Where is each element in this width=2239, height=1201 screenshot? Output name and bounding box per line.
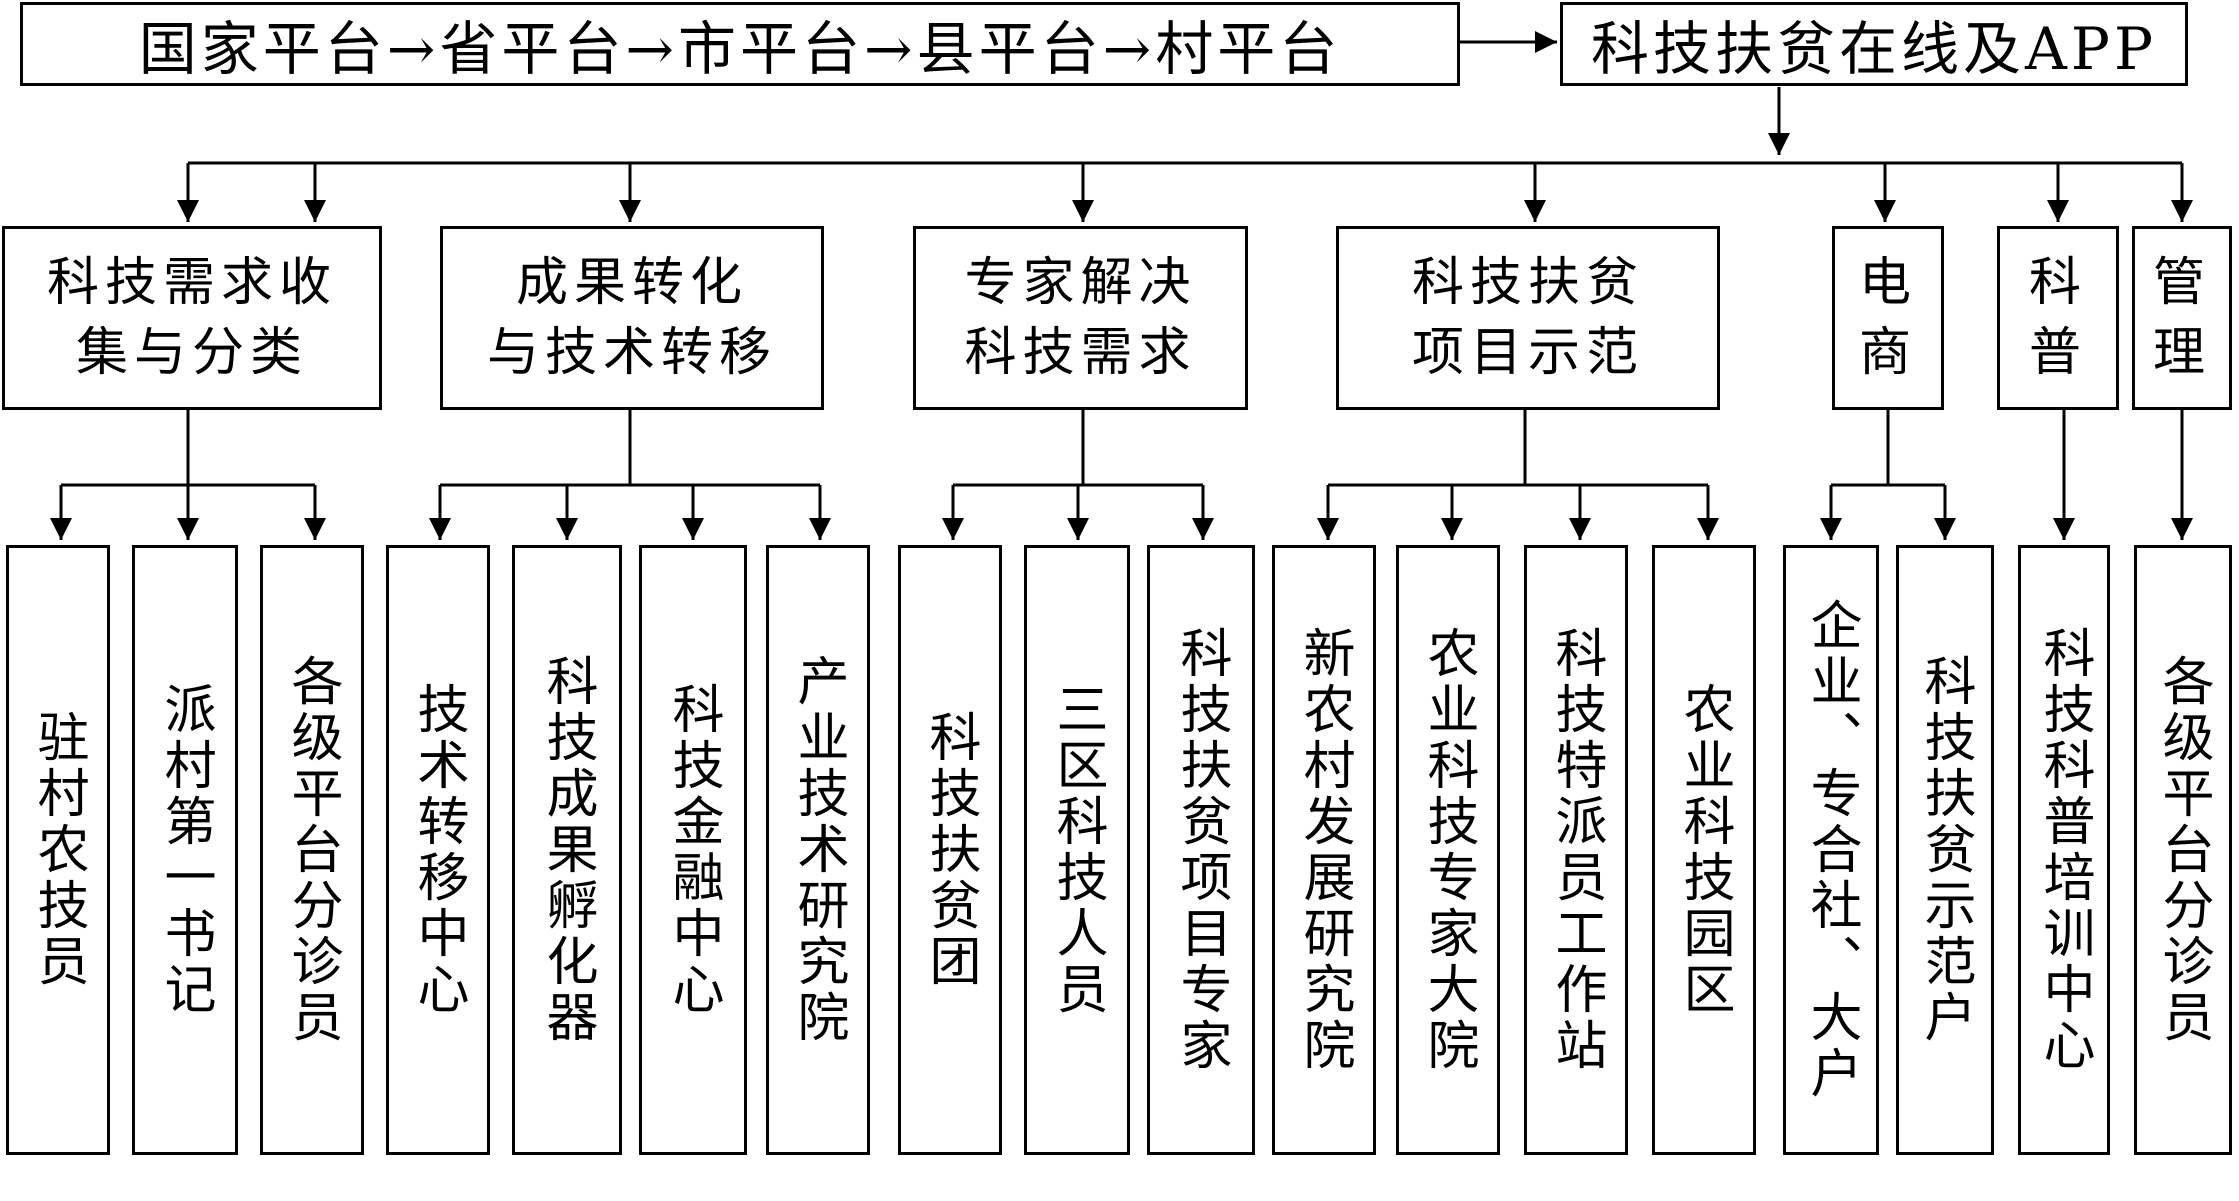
category-label-line: 成果转化 bbox=[515, 253, 748, 313]
leaf-node: 农业科技园区 bbox=[1652, 545, 1756, 1155]
leaf-label: 驻村农技员 bbox=[28, 710, 88, 990]
category-label-line: 与技术转移 bbox=[486, 323, 777, 383]
leaf-node: 驻村农技员 bbox=[6, 545, 110, 1155]
leaf-label: 科技科普培训中心 bbox=[2034, 626, 2094, 1074]
leaf-node: 各级平台分诊员 bbox=[2134, 545, 2232, 1155]
leaf-label: 派村第一书记 bbox=[155, 682, 215, 1018]
leaf-label: 农业科技专家大院 bbox=[1418, 626, 1478, 1074]
leaf-label: 产业技术研究院 bbox=[788, 654, 848, 1046]
leaf-label: 企业、专合社、大户 bbox=[1801, 598, 1861, 1102]
category-node: 电商 bbox=[1832, 226, 1944, 410]
leaf-node: 各级平台分诊员 bbox=[260, 545, 364, 1155]
category-node: 科技扶贫项目示范 bbox=[1336, 226, 1720, 410]
category-label-line: 项目示范 bbox=[1411, 323, 1644, 383]
category-node: 专家解决科技需求 bbox=[913, 226, 1248, 410]
platform-chain-label: 国家平台→省平台→市平台→县平台→村平台 bbox=[138, 15, 1342, 83]
leaf-node: 科技特派员工作站 bbox=[1524, 545, 1628, 1155]
leaf-label: 技术转移中心 bbox=[408, 682, 468, 1018]
category-label-line: 科技需求收 bbox=[46, 253, 337, 313]
category-node: 科普 bbox=[1997, 226, 2119, 410]
leaf-node: 科技金融中心 bbox=[639, 545, 747, 1155]
category-label-line: 专家解决 bbox=[964, 253, 1197, 313]
category-node: 成果转化与技术转移 bbox=[440, 226, 824, 410]
leaf-node: 新农村发展研究院 bbox=[1272, 545, 1376, 1155]
leaf-label: 三区科技人员 bbox=[1047, 682, 1107, 1018]
category-label-line: 电 bbox=[1858, 253, 1917, 313]
category-label-line: 集与分类 bbox=[75, 323, 308, 383]
category-label-line: 理 bbox=[2152, 323, 2211, 383]
leaf-label: 科技金融中心 bbox=[663, 682, 723, 1018]
leaf-label: 新农村发展研究院 bbox=[1294, 626, 1354, 1074]
leaf-label: 科技扶贫示范户 bbox=[1915, 654, 1975, 1046]
leaf-label: 农业科技园区 bbox=[1674, 682, 1734, 1018]
category-node: 管理 bbox=[2132, 226, 2232, 410]
category-label-line: 科技扶贫 bbox=[1411, 253, 1644, 313]
leaf-node: 技术转移中心 bbox=[386, 545, 490, 1155]
leaf-node: 农业科技专家大院 bbox=[1396, 545, 1500, 1155]
leaf-node: 产业技术研究院 bbox=[766, 545, 870, 1155]
category-node: 科技需求收集与分类 bbox=[2, 226, 382, 410]
category-label-line: 科 bbox=[2028, 253, 2087, 313]
leaf-node: 科技扶贫项目专家 bbox=[1147, 545, 1255, 1155]
leaf-label: 科技成果孵化器 bbox=[537, 654, 597, 1046]
category-label-line: 管 bbox=[2152, 253, 2211, 313]
leaf-node: 科技科普培训中心 bbox=[2018, 545, 2110, 1155]
platform-chain-box: 国家平台→省平台→市平台→县平台→村平台 bbox=[20, 2, 1460, 86]
leaf-label: 科技扶贫团 bbox=[920, 710, 980, 990]
leaf-node: 派村第一书记 bbox=[132, 545, 238, 1155]
root-node-label: 科技扶贫在线及APP bbox=[1591, 15, 2157, 83]
leaf-node: 科技扶贫团 bbox=[898, 545, 1002, 1155]
category-label-line: 科技需求 bbox=[964, 323, 1197, 383]
leaf-node: 科技成果孵化器 bbox=[512, 545, 622, 1155]
category-label-line: 商 bbox=[1858, 323, 1917, 383]
leaf-node: 三区科技人员 bbox=[1024, 545, 1130, 1155]
leaf-label: 各级平台分诊员 bbox=[282, 654, 342, 1046]
leaf-label: 科技特派员工作站 bbox=[1546, 626, 1606, 1074]
category-label-line: 普 bbox=[2028, 323, 2087, 383]
leaf-label: 科技扶贫项目专家 bbox=[1171, 626, 1231, 1074]
root-node: 科技扶贫在线及APP bbox=[1560, 2, 2188, 86]
leaf-node: 企业、专合社、大户 bbox=[1783, 545, 1879, 1155]
leaf-label: 各级平台分诊员 bbox=[2153, 654, 2213, 1046]
leaf-node: 科技扶贫示范户 bbox=[1896, 545, 1994, 1155]
